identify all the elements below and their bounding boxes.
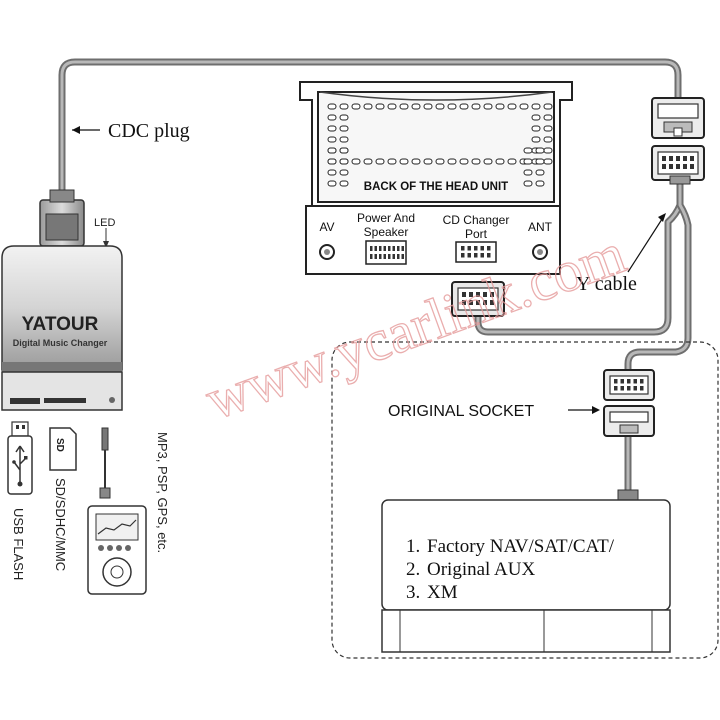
vehicle-side-region	[331, 341, 719, 659]
changer-brand: YATOUR	[22, 314, 99, 335]
port-ant-label: ANT	[528, 220, 553, 234]
head-unit-title: BACK OF THE HEAD UNIT	[364, 181, 508, 193]
port-av-label: AV	[319, 220, 334, 234]
yatour-changer: YATOUR Digital Music Changer	[1, 189, 123, 411]
factory-item-1-text: Factory NAV/SAT/CAT/	[427, 536, 615, 557]
mp3-label: MP3, PSP, GPS, etc.	[155, 432, 170, 553]
usb-slot	[10, 398, 40, 404]
mp3-player-icon	[87, 427, 147, 595]
head-unit-port-panel	[305, 205, 561, 275]
usb-flash-icon	[7, 421, 33, 495]
head-unit: BACK OF THE HEAD UNIT AV Power And Speak…	[299, 81, 573, 275]
y-cable-label: Y cable	[576, 273, 637, 295]
port-cd-label-2: Port	[465, 227, 488, 241]
port-cd-label-1: CD Changer	[443, 213, 510, 227]
factory-item-2-num: 2.	[406, 559, 420, 580]
changer-subtitle: Digital Music Changer	[13, 338, 108, 348]
cables	[58, 58, 692, 496]
factory-item-2-text: Original AUX	[427, 559, 535, 580]
sd-card-label: SD/SDHC/MMC	[53, 478, 68, 571]
y-cable-callout: Y cable	[576, 213, 666, 295]
original-socket-label: ORIGINAL SOCKET	[388, 403, 534, 420]
cdc-junction-connector-female	[651, 97, 705, 139]
factory-item-1-num: 1.	[406, 536, 420, 557]
factory-item-3-text: XM	[427, 582, 458, 603]
power-speaker-port	[365, 240, 407, 265]
usb-flash-label: USB FLASH	[11, 508, 26, 580]
port-power-label-1: Power And	[357, 211, 415, 225]
cdc-plug-callout: CDC plug	[72, 120, 190, 142]
sd-slot	[44, 398, 86, 403]
original-socket-connector-top	[603, 369, 655, 401]
cdc-plug-label: CDC plug	[108, 120, 190, 142]
sd-card-icon: SD	[49, 427, 77, 471]
cd-port-plug	[451, 281, 505, 317]
factory-item-3-num: 3.	[406, 582, 420, 603]
factory-device: 1. Factory NAV/SAT/CAT/ 2. Original AUX …	[381, 489, 671, 653]
port-power-label-2: Speaker	[364, 225, 409, 239]
cd-changer-port	[455, 241, 497, 263]
original-socket-callout: ORIGINAL SOCKET	[388, 403, 600, 420]
led-label: LED	[94, 217, 115, 229]
sd-card-logo: SD	[54, 438, 65, 452]
head-unit-vents	[327, 103, 553, 187]
original-socket-connector-bottom	[603, 405, 655, 437]
y-cable-connector-male	[651, 145, 705, 185]
